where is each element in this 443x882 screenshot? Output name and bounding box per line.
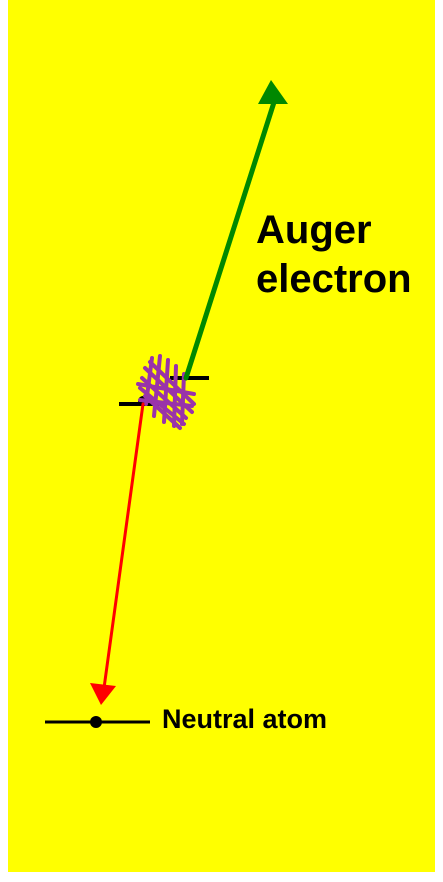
arrow-up-right-icon (183, 80, 288, 381)
arrow-down-icon (90, 402, 145, 705)
auger-label-line2: electron (256, 257, 412, 301)
neutral-atom-label: Neutral atom (162, 704, 327, 734)
ground-electron-dot (90, 716, 102, 728)
diagram-background (8, 0, 435, 872)
auger-label-line1: Auger (256, 208, 372, 252)
crosshatch-scribble-icon (136, 354, 196, 430)
